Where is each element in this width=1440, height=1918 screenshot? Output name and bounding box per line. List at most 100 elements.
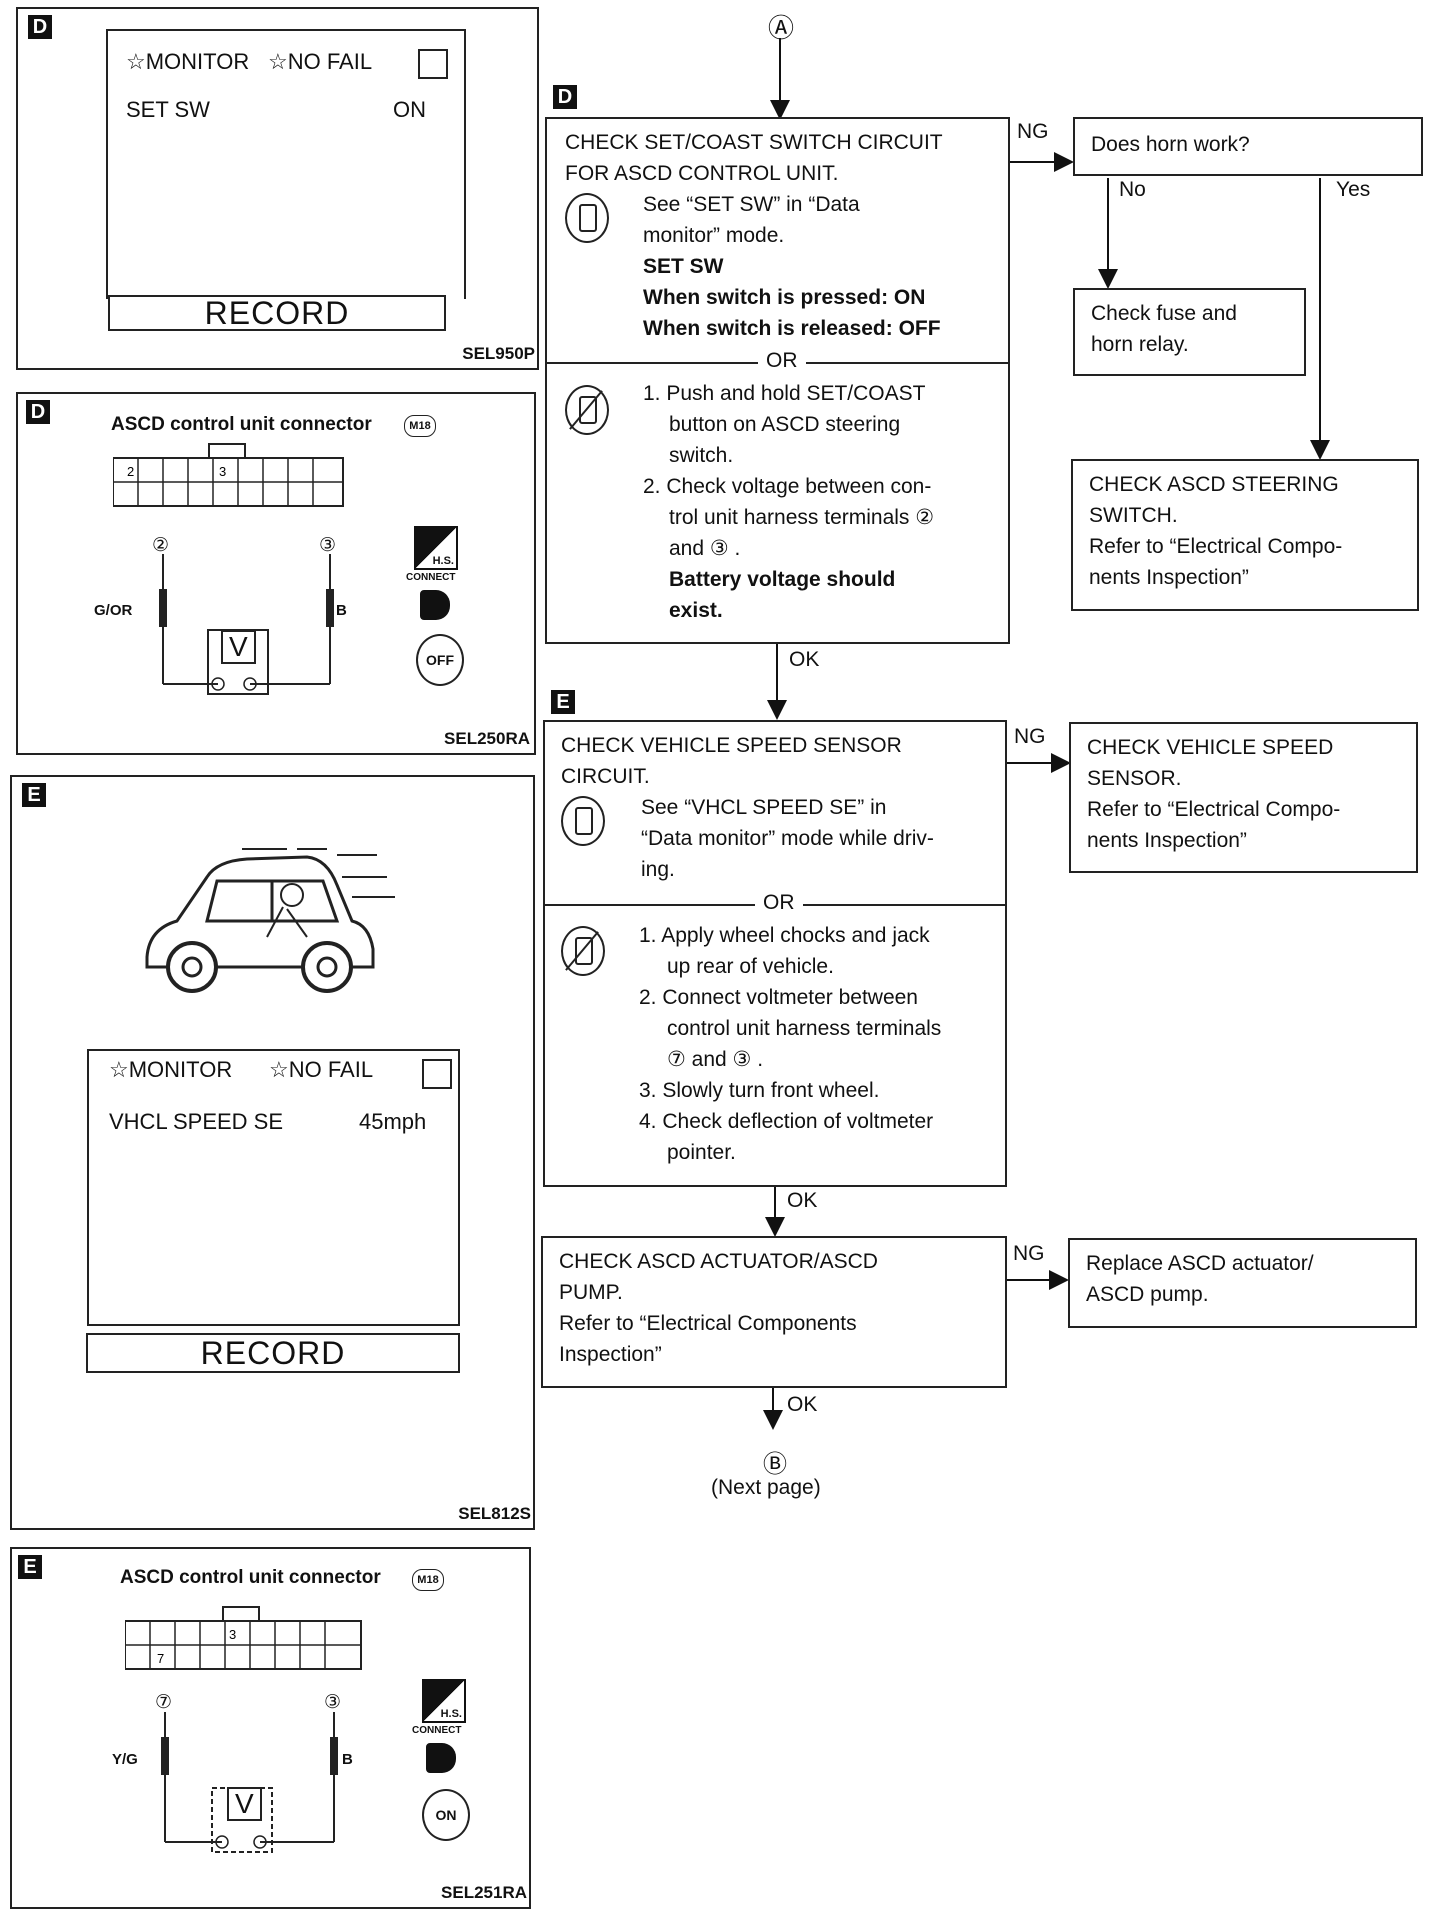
- wire-b-color: B: [336, 602, 347, 619]
- figure-code: SEL250RA: [444, 729, 530, 748]
- step2-title-1: CHECK VEHICLE SPEED SENSOR: [561, 734, 902, 757]
- steer-line-1: CHECK ASCD STEERING: [1089, 473, 1339, 496]
- pin-b-label: 7: [157, 1651, 164, 1666]
- no-fail-label: ☆NO FAIL: [268, 49, 373, 74]
- voltmeter-wiring: [159, 554, 334, 695]
- or-label: OR: [758, 345, 806, 376]
- tag-e-flow: E: [551, 690, 575, 714]
- fuse-line-2: horn relay.: [1091, 333, 1189, 356]
- monitor-item: SET SW: [126, 97, 210, 122]
- figure-code: SEL251RA: [441, 1883, 527, 1902]
- connect-label: CONNECT: [412, 1725, 462, 1736]
- monitor-screen: ☆MONITOR ☆NO FAIL SET SW ON: [106, 29, 466, 299]
- panel-connector-check-e: E ASCD control unit connector M18 3 7 ⑦ …: [10, 1547, 531, 1909]
- terminal-a-label: ②: [152, 535, 170, 556]
- terminal-b-label: ③: [324, 1692, 342, 1713]
- step1-item: SET SW: [643, 255, 724, 278]
- figure-code: SEL950P: [462, 344, 535, 363]
- wire-a-color: G/OR: [94, 602, 133, 619]
- tag-d-flow: D: [553, 85, 577, 109]
- monitor-label: ☆MONITOR: [109, 1057, 233, 1082]
- horn-question: Does horn work?: [1091, 133, 1250, 156]
- monitor-value: ON: [393, 97, 426, 122]
- step1-manual-7: Battery voltage should: [669, 568, 896, 591]
- step2-consult-3: ing.: [641, 858, 675, 881]
- step1-manual-3: switch.: [669, 444, 734, 467]
- step-check-vehicle-speed-sensor-circuit: CHECK VEHICLE SPEED SENSOR CIRCUIT. See …: [543, 720, 1007, 1187]
- action-check-vehicle-speed-sensor: CHECK VEHICLE SPEED SENSOR. Refer to “El…: [1069, 722, 1418, 873]
- vss-line-3: Refer to “Electrical Compo-: [1087, 798, 1341, 821]
- question-horn-works: Does horn work?: [1073, 117, 1423, 176]
- step1-pressed: When switch is pressed: ON: [643, 286, 926, 309]
- terminal-a-label: ⑦: [155, 1692, 173, 1713]
- action-replace-actuator: Replace ASCD actuator/ ASCD pump.: [1068, 1238, 1417, 1328]
- ng-label: NG: [1014, 725, 1046, 748]
- voltmeter-symbol: V: [221, 630, 256, 664]
- checkbox-icon: [418, 49, 448, 79]
- consult-icon: [561, 796, 605, 846]
- monitor-item: VHCL SPEED SE: [109, 1109, 284, 1134]
- consult-icon: [565, 193, 609, 243]
- wire-a-color: Y/G: [112, 1751, 138, 1768]
- step1-manual-4: 2. Check voltage between con-: [643, 475, 932, 498]
- steer-line-2: SWITCH.: [1089, 504, 1178, 527]
- terminal-b-label: ③: [319, 535, 337, 556]
- connector-id-badge: M18: [404, 415, 436, 437]
- step1-consult-2: monitor” mode.: [643, 224, 785, 247]
- step-check-set-coast-switch: CHECK SET/COAST SWITCH CIRCUIT FOR ASCD …: [545, 117, 1010, 644]
- connector-title: ASCD control unit connector: [111, 414, 372, 435]
- step2-manual-4: control unit harness terminals: [667, 1017, 942, 1040]
- vss-line-1: CHECK VEHICLE SPEED: [1087, 736, 1334, 759]
- ignition-key-icon: ON: [422, 1789, 470, 1841]
- step3-line-2: PUMP.: [559, 1281, 623, 1304]
- record-button[interactable]: RECORD: [108, 295, 446, 331]
- voltmeter-wiring: [161, 1712, 338, 1853]
- yes-label: Yes: [1336, 178, 1371, 201]
- ok-label: OK: [789, 648, 820, 671]
- step1-released: When switch is released: OFF: [643, 317, 941, 340]
- fuse-line-1: Check fuse and: [1091, 302, 1237, 325]
- step2-manual-1: 1. Apply wheel chocks and jack: [639, 924, 930, 947]
- step2-manual-2: up rear of vehicle.: [667, 955, 834, 978]
- steer-line-4: nents Inspection”: [1089, 566, 1249, 589]
- step2-manual-8: pointer.: [667, 1141, 736, 1164]
- monitor-label: ☆MONITOR: [126, 49, 250, 74]
- voltmeter-symbol: V: [227, 1787, 262, 1821]
- step3-line-4: Inspection”: [559, 1343, 662, 1366]
- replace-line-1: Replace ASCD actuator/: [1086, 1252, 1314, 1275]
- steer-line-3: Refer to “Electrical Compo-: [1089, 535, 1343, 558]
- ok-label: OK: [787, 1189, 818, 1212]
- step1-manual-5: trol unit harness terminals ②: [669, 506, 935, 529]
- ok-label: OK: [787, 1393, 818, 1416]
- connector-b: Ⓑ: [763, 1451, 787, 1478]
- step2-consult-1: See “VHCL SPEED SE” in: [641, 796, 887, 819]
- step1-manual-8: exist.: [669, 599, 723, 622]
- action-check-steering-switch: CHECK ASCD STEERING SWITCH. Refer to “El…: [1071, 459, 1419, 611]
- vss-line-4: nents Inspection”: [1087, 829, 1247, 852]
- step2-manual-5: ⑦ and ③ .: [667, 1048, 764, 1071]
- connector-title: ASCD control unit connector: [120, 1567, 381, 1588]
- connect-label: CONNECT: [406, 572, 456, 583]
- pin-a-label: 2: [127, 464, 134, 479]
- hs-icon: H.S.: [422, 1679, 466, 1723]
- or-label: OR: [755, 887, 803, 918]
- pin-a-label: 3: [229, 1627, 236, 1642]
- checkbox-icon: [422, 1059, 452, 1089]
- record-button[interactable]: RECORD: [86, 1333, 460, 1373]
- vss-line-2: SENSOR.: [1087, 767, 1182, 790]
- step3-line-3: Refer to “Electrical Components: [559, 1312, 857, 1335]
- no-consult-icon: [561, 926, 605, 976]
- ng-label: NG: [1013, 1242, 1045, 1265]
- step1-consult-1: See “SET SW” in “Data: [643, 193, 860, 216]
- tag-e: E: [18, 1555, 42, 1579]
- panel-vehicle-speed-monitor: E ☆MONITOR ☆NO FAIL VHCL SPEED SE 45mph …: [10, 775, 535, 1530]
- step2-title-2: CIRCUIT.: [561, 765, 650, 788]
- next-page-label[interactable]: (Next page): [711, 1476, 821, 1499]
- step2-consult-2: “Data monitor” mode while driv-: [641, 827, 934, 850]
- no-label: No: [1119, 178, 1146, 201]
- ng-label: NG: [1017, 120, 1049, 143]
- connector-plug-icon: [420, 590, 450, 620]
- ignition-key-icon: OFF: [416, 634, 464, 686]
- step1-manual-6: and ③ .: [669, 537, 741, 560]
